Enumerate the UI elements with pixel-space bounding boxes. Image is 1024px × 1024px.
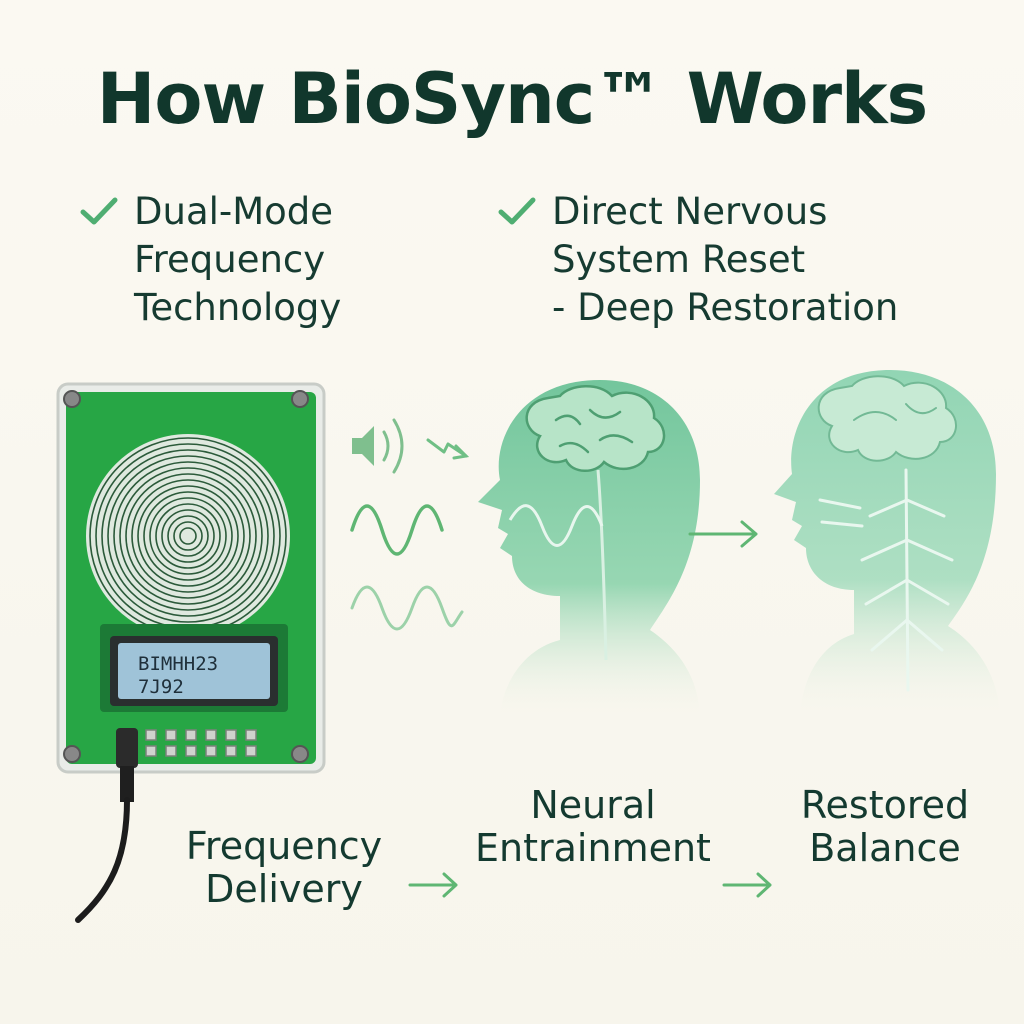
speaker-icon <box>352 418 404 474</box>
coil-spiral <box>86 434 290 638</box>
stage-neural-entrainment: Neural Entrainment <box>463 784 723 870</box>
stage-restored-balance: Restored Balance <box>780 784 990 870</box>
page-title: How BioSync™ Works <box>96 58 928 140</box>
stage-line: Entrainment <box>475 826 711 870</box>
frequency-device: BIMHH23 7J92 <box>56 382 326 923</box>
feature-nervous-reset: Direct Nervous System Reset - Deep Resto… <box>496 188 898 332</box>
head-profile-restored <box>774 370 1000 720</box>
screw-icon <box>63 745 81 763</box>
feature-line: Dual-Mode <box>134 190 334 233</box>
feature-line: Direct Nervous <box>552 190 828 233</box>
lcd-display: BIMHH23 7J92 <box>100 624 288 712</box>
arrow-right-icon <box>688 520 758 548</box>
sine-wave-icon <box>350 504 444 556</box>
brain-icon <box>817 375 957 462</box>
feature-line: Frequency <box>134 238 326 281</box>
stage-line: Delivery <box>205 867 363 911</box>
arrow-right-icon <box>408 872 458 898</box>
feature-line: - Deep Restoration <box>552 286 899 329</box>
stage-frequency-delivery: Frequency Delivery <box>164 825 404 911</box>
stage-line: Frequency <box>185 824 383 868</box>
stage-line: Restored <box>800 783 970 827</box>
screw-icon <box>63 390 81 408</box>
head-profile-entrainment <box>478 380 700 720</box>
stage-line: Balance <box>809 826 961 870</box>
sine-wave-icon <box>350 585 464 631</box>
pin-header <box>145 729 257 757</box>
lcd-line: 7J92 <box>138 676 184 698</box>
arrow-right-icon <box>722 872 772 898</box>
screw-icon <box>291 745 309 763</box>
nerve-spine <box>818 468 954 692</box>
brain-icon <box>525 385 666 472</box>
check-icon <box>498 197 536 225</box>
lightning-icon <box>426 438 470 460</box>
feature-dual-mode: Dual-Mode Frequency Technology <box>78 188 341 332</box>
feature-line: System Reset <box>552 238 806 281</box>
cable <box>75 728 138 923</box>
feature-line: Technology <box>134 286 342 329</box>
lcd-line: BIMHH23 <box>138 653 218 675</box>
check-icon <box>80 197 118 225</box>
screw-icon <box>291 390 309 408</box>
stage-line: Neural <box>530 783 656 827</box>
